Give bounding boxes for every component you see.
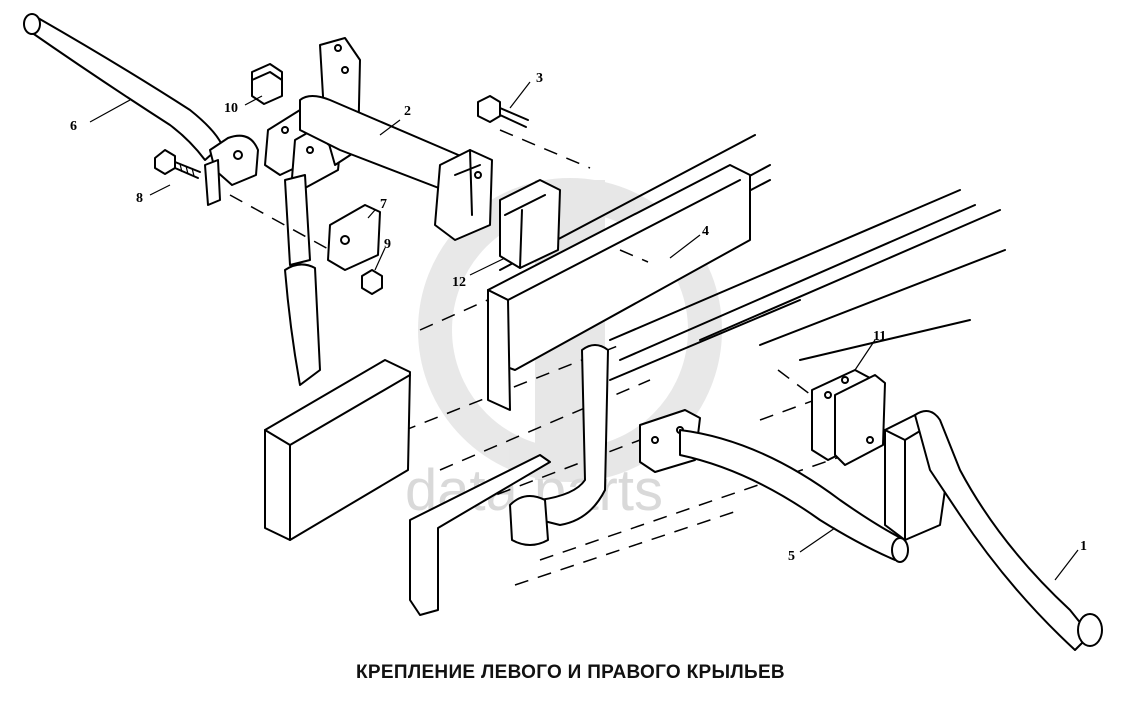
part-7-bracket bbox=[327, 204, 381, 271]
part-8-bolt bbox=[154, 149, 201, 179]
central-channel bbox=[487, 164, 751, 411]
callout-10: 10 bbox=[224, 101, 238, 116]
callout-8: 8 bbox=[136, 191, 143, 206]
part-11-plates bbox=[811, 369, 886, 466]
part-2-cross-tube bbox=[299, 95, 493, 241]
callout-2: 2 bbox=[404, 104, 411, 119]
left-vertical-pipe bbox=[284, 174, 321, 386]
lower-l-bracket bbox=[409, 454, 551, 616]
callout-1: 1 bbox=[1080, 539, 1087, 554]
callout-9: 9 bbox=[384, 237, 391, 252]
callout-11: 11 bbox=[873, 329, 886, 344]
callout-3: 3 bbox=[536, 71, 543, 86]
callout-12: 12 bbox=[452, 275, 466, 290]
left-tube-clamp bbox=[204, 134, 259, 206]
callout-7: 7 bbox=[380, 197, 387, 212]
diagram-caption: КРЕПЛЕНИЕ ЛЕВОГО И ПРАВОГО КРЫЛЬЕВ bbox=[356, 662, 785, 683]
callout-5: 5 bbox=[788, 549, 795, 564]
callout-4: 4 bbox=[702, 224, 709, 239]
part-9-nut bbox=[361, 269, 383, 295]
left-channel-box bbox=[264, 359, 411, 541]
part-3-bolt bbox=[477, 95, 529, 128]
leader-lines bbox=[89, 81, 1079, 581]
part-12-bracket bbox=[499, 179, 561, 269]
part-6-tube-left bbox=[23, 13, 223, 161]
central-down-pipe bbox=[509, 344, 609, 546]
part-5-tube bbox=[679, 429, 909, 563]
part-10-cap bbox=[251, 63, 283, 105]
part-1-tube-right bbox=[884, 410, 1103, 651]
callout-6: 6 bbox=[70, 119, 77, 134]
